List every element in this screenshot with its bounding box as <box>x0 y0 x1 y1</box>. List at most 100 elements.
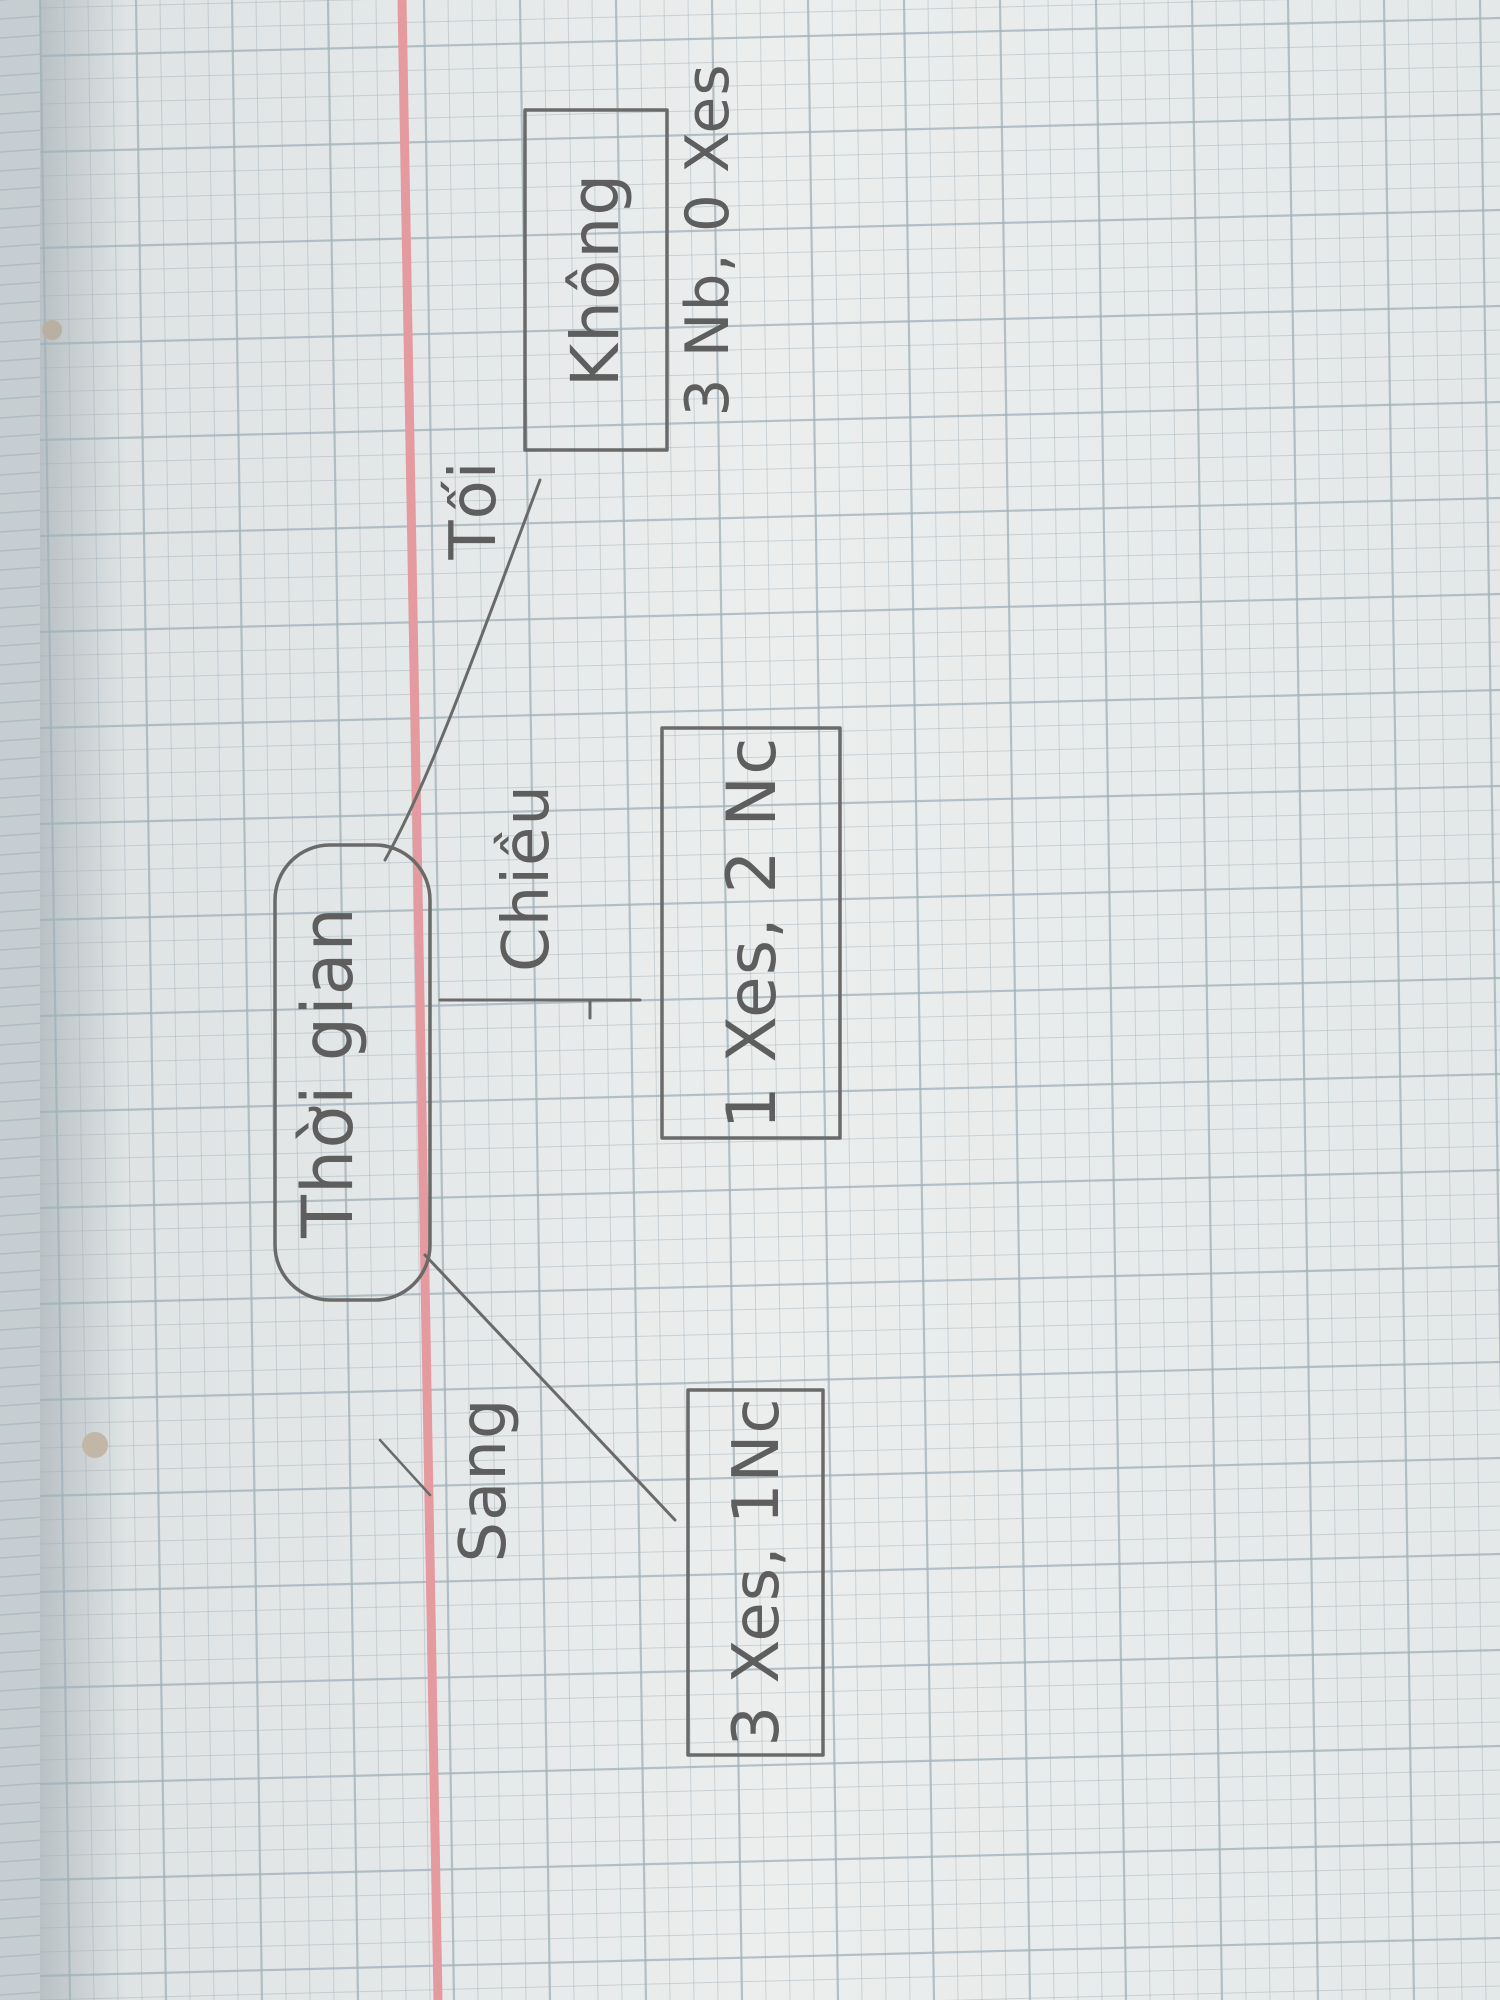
grid-row-line <box>39 1433 1500 1473</box>
grid-row-line <box>39 1793 1500 1833</box>
grid-col-line <box>1286 0 1320 2000</box>
grid-row-line <box>39 65 1500 105</box>
binding-hole <box>42 320 62 340</box>
grid-row-line <box>39 425 1500 465</box>
grid-row-line <box>39 1673 1500 1713</box>
branch-box-morning-text: 3 Xes, 1Nc <box>720 1397 794 1746</box>
grid-row-line <box>39 257 1500 297</box>
grid-col-line <box>783 0 815 2000</box>
grid-row-line <box>39 1481 1500 1521</box>
paper-sheet <box>40 0 1500 2000</box>
grid-row-line <box>39 41 1500 81</box>
grid-col-line <box>1359 0 1391 2000</box>
grid-row-line <box>39 1025 1500 1065</box>
grid-col-line <box>1190 0 1224 2000</box>
grid-row-line <box>39 1865 1500 1905</box>
grid-row-line <box>39 1721 1500 1761</box>
grid-row-line <box>39 304 1500 346</box>
grid-col-line <box>1167 0 1199 2000</box>
grid-row-line <box>39 377 1500 417</box>
grid-col-line <box>975 0 1007 2000</box>
grid-col-line <box>63 0 95 2000</box>
grid-row-line <box>39 1289 1500 1329</box>
grid-col-line <box>759 0 791 2000</box>
grid-row-line <box>39 929 1500 969</box>
grid-row-line <box>39 473 1500 513</box>
grid-row-line <box>39 0 367 9</box>
grid-major-lines <box>38 0 1500 2000</box>
grid-row-line <box>39 1601 1500 1641</box>
grid-row-line <box>39 1145 1500 1185</box>
grid-row-line <box>39 1264 1500 1306</box>
grid-col-line <box>998 0 1032 2000</box>
grid-row-line <box>39 329 1500 369</box>
grid-row-line <box>39 1889 1500 1929</box>
grid-row-line <box>39 953 1500 993</box>
grid-col-line <box>1215 0 1247 2000</box>
grid-col-line <box>207 0 239 2000</box>
branch-label-morning: Sang <box>447 1397 521 1562</box>
grid-row-line <box>39 1097 1500 1137</box>
grid-row-line <box>39 880 1500 922</box>
grid-row-line <box>39 1769 1500 1809</box>
grid-row-line <box>39 1552 1500 1594</box>
center-node-frame <box>273 843 432 1302</box>
grid-row-line <box>39 1625 1500 1665</box>
grid-col-line <box>1023 0 1055 2000</box>
grid-row-line <box>39 905 1500 945</box>
grid-row-line <box>39 1505 1500 1545</box>
branch-box-afternoon-text: 1 Xes, 2 Nc <box>713 736 792 1129</box>
grid-col-line <box>1455 0 1487 2000</box>
grid-col-line <box>111 0 143 2000</box>
grid-row-line <box>39 1409 1500 1449</box>
grid-col-line <box>1094 0 1128 2000</box>
grid-row-line <box>39 112 1500 154</box>
grid-row-line <box>39 185 1500 225</box>
branch-box-evening-text: Không <box>557 173 634 387</box>
branch-box-evening-frame <box>523 108 669 452</box>
grid-row-line <box>39 592 1500 634</box>
grid-row-line <box>39 976 1500 1018</box>
grid-row-line <box>39 1313 1500 1353</box>
grid-col-line <box>1047 0 1079 2000</box>
grid-row-line <box>39 1337 1500 1377</box>
grid-row-line <box>39 1961 1500 2000</box>
grid-row-line <box>39 1577 1500 1617</box>
grid-col-line <box>230 0 264 2000</box>
binding-hole <box>82 1432 108 1458</box>
connector-morning <box>423 1253 677 1522</box>
grid-row-line <box>39 400 1500 442</box>
grid-row-line <box>39 809 1500 849</box>
grid-row-line <box>39 0 1289 33</box>
branch-label-afternoon: Chiều <box>490 784 564 972</box>
grid-row-line <box>39 688 1500 730</box>
branch-box-morning-frame <box>686 1388 825 1757</box>
grid-row-line <box>39 1936 1500 1978</box>
grid-col-line <box>687 0 719 2000</box>
grid-row-line <box>39 1913 1500 1953</box>
grid-col-line <box>1071 0 1103 2000</box>
grid-col-line <box>1143 0 1175 2000</box>
grid-col-line <box>1239 0 1271 2000</box>
grid-row-line <box>39 784 1500 826</box>
center-node-label: Thời gian <box>287 906 369 1239</box>
grid-row-line <box>39 1648 1500 1690</box>
grid-row-line <box>39 1697 1500 1737</box>
grid-row-line <box>39 569 1500 609</box>
grid-col-line <box>927 0 959 2000</box>
grid-col-line <box>351 0 383 2000</box>
grid-col-line <box>303 0 335 2000</box>
grid-col-line <box>87 0 119 2000</box>
grid-row-line <box>39 496 1500 538</box>
branch-label-evening: Tối <box>437 460 511 560</box>
grid-row-line <box>39 833 1500 873</box>
grid-row-line <box>39 617 1500 657</box>
grid-col-line <box>710 0 744 2000</box>
grid-col-line <box>1382 0 1416 2000</box>
grid-row-line <box>39 761 1500 801</box>
grid-col-line <box>1119 0 1151 2000</box>
grid-row-line <box>39 641 1500 681</box>
grid-row-line <box>39 665 1500 705</box>
grid-row-line <box>39 16 1500 58</box>
grid-col-line <box>735 0 767 2000</box>
